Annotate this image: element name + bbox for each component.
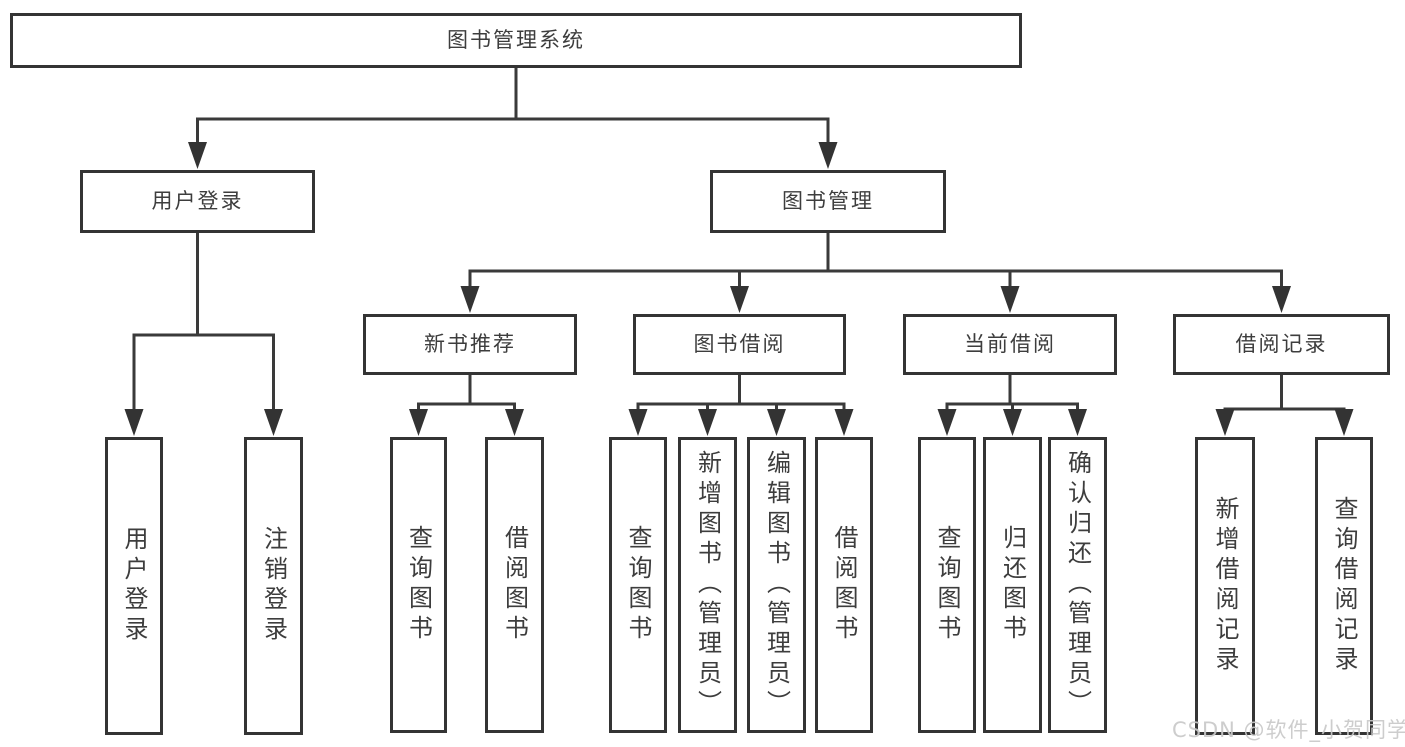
arrowhead (460, 286, 480, 313)
diagram-node-current: 当前借阅 (903, 314, 1117, 375)
watermark: CSDN @软件_小贺同学 (1172, 718, 1405, 742)
arrowhead (628, 409, 648, 436)
diagram-node-records: 借阅记录 (1173, 314, 1390, 375)
diagram-node-b3: 编辑图书（管理员） (747, 437, 806, 733)
diagram-node-c3: 确认归还（管理员） (1048, 437, 1107, 733)
arrowhead (834, 409, 854, 436)
arrowhead (698, 409, 717, 436)
arrowhead (1003, 409, 1022, 436)
diagram-node-j2: 查询借阅记录 (1315, 437, 1373, 735)
arrowhead (505, 409, 524, 436)
arrowhead (1215, 409, 1235, 436)
diagram-node-c1: 查询图书 (918, 437, 976, 733)
diagram-node-u1: 用户登录 (105, 437, 163, 735)
arrowhead (767, 409, 786, 436)
diagram-node-r2: 借阅图书 (485, 437, 544, 733)
diagram-node-rec: 新书推荐 (363, 314, 577, 375)
diagram-node-borrow: 图书借阅 (633, 314, 846, 375)
arrowhead (818, 142, 838, 169)
diagram-node-login: 用户登录 (80, 170, 315, 233)
diagram-node-r1: 查询图书 (390, 437, 447, 733)
diagram-node-u2: 注销登录 (244, 437, 303, 735)
diagram-node-b4: 借阅图书 (815, 437, 873, 733)
arrowhead (409, 409, 428, 436)
arrowhead (1272, 286, 1291, 313)
diagram-node-mgmt: 图书管理 (710, 170, 946, 233)
diagram-node-root: 图书管理系统 (10, 13, 1022, 68)
arrowhead (124, 409, 144, 436)
diagram-node-c2: 归还图书 (983, 437, 1042, 733)
diagram-node-b1: 查询图书 (609, 437, 667, 733)
arrowhead (1068, 409, 1087, 436)
arrowhead (730, 286, 749, 313)
arrowhead (1000, 286, 1020, 313)
arrowhead (188, 142, 207, 169)
arrowhead (264, 409, 283, 436)
diagram-node-b2: 新增图书（管理员） (678, 437, 737, 733)
arrowhead (937, 409, 957, 436)
diagram-node-j1: 新增借阅记录 (1195, 437, 1255, 735)
arrowhead (1334, 409, 1354, 436)
